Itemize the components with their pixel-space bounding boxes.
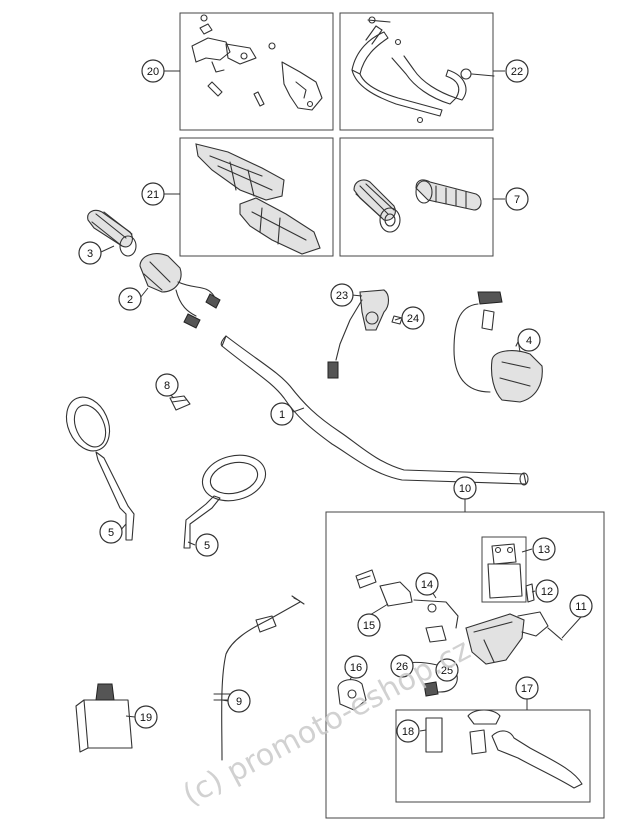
callout-11-label: 11 bbox=[575, 601, 586, 613]
frame-grips bbox=[339, 137, 494, 257]
callout-17-label: 17 bbox=[521, 683, 533, 695]
callout-16: 16 bbox=[344, 655, 368, 679]
callout-16-label: 16 bbox=[350, 662, 362, 674]
callout-18-label: 18 bbox=[402, 726, 414, 738]
callout-24: 24 bbox=[401, 306, 425, 330]
clip-part bbox=[169, 395, 191, 411]
callout-3: 3 bbox=[78, 241, 102, 265]
callout-22-label: 22 bbox=[511, 66, 523, 78]
callout-5-left: 5 bbox=[99, 520, 123, 544]
handguard-shell-parts bbox=[195, 143, 321, 255]
callout-20-label: 20 bbox=[147, 66, 159, 78]
frame-brake-lever bbox=[395, 709, 591, 803]
callout-2-label: 2 bbox=[127, 294, 133, 306]
callout-12-label: 12 bbox=[541, 586, 553, 598]
brake-lever-part bbox=[425, 709, 583, 789]
callout-8-label: 8 bbox=[164, 380, 170, 392]
frame-reservoir-cover bbox=[481, 536, 527, 603]
handlebar-part bbox=[220, 335, 529, 486]
handguard-mount-parts bbox=[191, 14, 323, 111]
switch-part bbox=[327, 289, 403, 379]
grip-set-parts bbox=[353, 179, 482, 233]
callout-23-label: 23 bbox=[336, 290, 348, 302]
callout-18: 18 bbox=[396, 719, 420, 743]
callout-17: 17 bbox=[515, 676, 539, 700]
callout-9: 9 bbox=[227, 689, 251, 713]
callout-11: 11 bbox=[569, 594, 593, 618]
callout-21-label: 21 bbox=[147, 189, 159, 201]
callout-5-right-label: 5 bbox=[204, 540, 210, 552]
callout-14: 14 bbox=[415, 572, 439, 596]
callout-5-right: 5 bbox=[195, 533, 219, 557]
callout-21: 21 bbox=[141, 182, 165, 206]
callout-1: 1 bbox=[270, 402, 294, 426]
callout-25-label: 25 bbox=[441, 665, 453, 677]
callout-7-label: 7 bbox=[514, 194, 520, 206]
mirror-right-part bbox=[183, 454, 267, 549]
fluid-bottle-part bbox=[75, 683, 133, 753]
frame-handguard-shells bbox=[179, 137, 334, 257]
callout-7: 7 bbox=[505, 187, 529, 211]
callout-26: 26 bbox=[390, 654, 414, 678]
callout-24-label: 24 bbox=[407, 313, 419, 325]
callout-9-label: 9 bbox=[236, 696, 242, 708]
callout-20: 20 bbox=[141, 59, 165, 83]
callout-1-label: 1 bbox=[279, 409, 285, 421]
callout-4-label: 4 bbox=[526, 335, 532, 347]
callout-5-left-label: 5 bbox=[108, 527, 114, 539]
callout-12: 12 bbox=[535, 579, 559, 603]
frame-handguard-mount bbox=[179, 12, 334, 131]
mirror-left-part bbox=[65, 396, 135, 541]
callout-19-label: 19 bbox=[140, 712, 152, 724]
callout-23: 23 bbox=[330, 283, 354, 307]
callout-8: 8 bbox=[155, 373, 179, 397]
callout-19: 19 bbox=[134, 705, 158, 729]
callout-13-label: 13 bbox=[538, 544, 550, 556]
callout-13: 13 bbox=[532, 537, 556, 561]
callout-25: 25 bbox=[435, 658, 459, 682]
callout-15: 15 bbox=[357, 613, 381, 637]
callout-3-label: 3 bbox=[87, 248, 93, 260]
callout-15-label: 15 bbox=[363, 620, 375, 632]
throttle-housing-part bbox=[139, 253, 221, 329]
throttle-grip-part bbox=[87, 209, 137, 257]
throttle-cable-part bbox=[213, 595, 305, 761]
callout-2: 2 bbox=[118, 287, 142, 311]
callout-22: 22 bbox=[505, 59, 529, 83]
callout-4: 4 bbox=[517, 328, 541, 352]
callout-14-label: 14 bbox=[421, 579, 433, 591]
handguard-bar-parts bbox=[351, 16, 495, 124]
master-cylinder-parts bbox=[355, 543, 563, 665]
brake-light-switch-part bbox=[337, 661, 458, 711]
callout-10-label: 10 bbox=[459, 483, 471, 495]
callout-10: 10 bbox=[453, 476, 477, 500]
callout-26-label: 26 bbox=[396, 661, 408, 673]
